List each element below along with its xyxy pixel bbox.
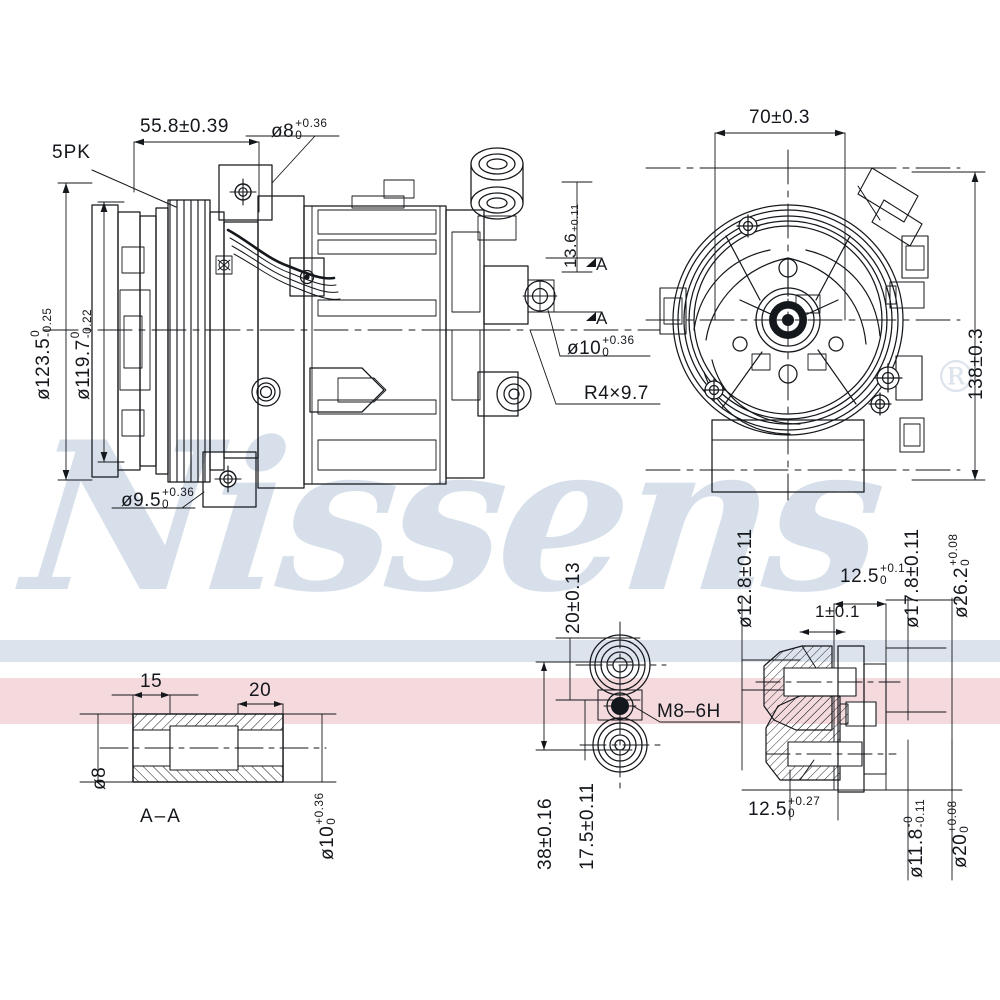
dim-pulley-outer-dia-tol-bot: -0.25 bbox=[41, 307, 55, 337]
dim-port-spacing-20: 20±0.13 bbox=[563, 561, 584, 634]
dim-seal-dia-17-8-prefix: ø bbox=[902, 615, 923, 628]
dim-seal-chamfer-1-suffix: ±0.1 bbox=[824, 602, 860, 621]
dim-mount-hole-lower-tol-bot: 0 bbox=[162, 498, 170, 512]
registered-trademark-icon: ® bbox=[934, 352, 978, 403]
dim-seal-dia-17-8-value: 17.8 bbox=[902, 576, 923, 616]
dim-port-offset-17-5-suffix: ±0.11 bbox=[577, 782, 598, 832]
section-a-a-view bbox=[79, 692, 337, 783]
dim-body-width: 70±0.3 bbox=[749, 108, 810, 127]
dim-seal-bore-12-8-prefix: ø bbox=[735, 615, 756, 628]
dim-sec-aa-bore-10-value: 10 bbox=[316, 825, 338, 848]
section-aa-label: A–A bbox=[140, 806, 182, 827]
dim-seal-dia-17-8-suffix: ±0.11 bbox=[902, 528, 923, 577]
dim-port-thread: M8–6H bbox=[657, 701, 721, 722]
dim-rear-mount-hole-prefix: ø bbox=[567, 337, 580, 359]
dim-pulley-belt-dia-value: 119.7 bbox=[72, 339, 94, 388]
dim-port-offset-17-5-value: 17.5 bbox=[577, 831, 598, 870]
dim-mount-hole-upper-tol-top: +0.36 bbox=[295, 117, 328, 130]
dim-sec-aa-bore-8-value: 8 bbox=[89, 766, 110, 778]
shaft-seal-section-detail bbox=[741, 597, 963, 881]
dim-body-height-value: 138 bbox=[966, 366, 987, 400]
dim-shaft-length-12-5-value: 12.5 bbox=[748, 798, 787, 820]
dim-seal-bore-12-8-value: 12.8 bbox=[735, 576, 756, 616]
dim-seal-chamfer-1-value: 1 bbox=[815, 602, 825, 621]
dim-shaft-dia-20-tol-bot: 0 bbox=[958, 825, 972, 833]
dim-slot-radius: R4×9.7 bbox=[584, 383, 649, 404]
dim-rear-mount-hole-value: 10 bbox=[579, 337, 602, 359]
dim-mount-hole-lower-value: 9.5 bbox=[133, 489, 162, 511]
dim-rear-mount-hole-tol-bot: 0 bbox=[602, 346, 610, 360]
dim-shaft-dia-11-8-prefix: ø bbox=[905, 865, 927, 878]
dim-port-spacing-20-value: 20 bbox=[563, 611, 584, 634]
dim-clutch-width-value: 55.8 bbox=[140, 116, 179, 137]
dim-pulley-outer-dia-value: 123.5 bbox=[32, 337, 54, 388]
dim-body-width-suffix: ±0.3 bbox=[771, 107, 810, 128]
dim-sec-aa-step-15: 15 bbox=[140, 671, 163, 692]
dim-seal-bore-12-8-suffix: ±0.11 bbox=[735, 528, 756, 577]
dim-seal-depth-12-5-tol-bot: 0 bbox=[879, 574, 888, 588]
dim-sec-aa-bore-10-tol-bot: 0 bbox=[325, 817, 339, 825]
dim-seal-dia-17-8: ø17.8±0.11 bbox=[902, 528, 923, 628]
dim-port-spacing-20-suffix: ±0.13 bbox=[563, 561, 584, 612]
dim-clutch-width-suffix: ±0.39 bbox=[178, 116, 229, 137]
dim-seal-depth-12-5-value: 12.5 bbox=[840, 565, 879, 587]
dim-body-height: 138±0.3 bbox=[966, 327, 987, 400]
dim-mount-hole-upper-tol-bot: 0 bbox=[295, 129, 303, 143]
dim-mount-hole-lower-prefix: ø bbox=[121, 489, 134, 511]
dim-boss-thickness-value: 13.6 bbox=[561, 232, 580, 268]
dim-seal-dia-26-2-value: 26.2 bbox=[950, 566, 972, 606]
dim-sec-aa-bore-8: ø8 bbox=[89, 766, 110, 790]
dim-shaft-dia-20-value: 20 bbox=[949, 833, 971, 856]
dim-port-span-38: 38±0.16 bbox=[535, 797, 556, 870]
dim-seal-chamfer-1: 1±0.1 bbox=[815, 603, 860, 620]
dim-sec-aa-bore-8-prefix: ø bbox=[89, 777, 110, 790]
dim-seal-dia-26-2-tol-bot: 0 bbox=[959, 558, 973, 566]
dim-body-width-value: 70 bbox=[749, 107, 772, 128]
section-mark-a-upper: A bbox=[596, 255, 609, 274]
dim-pulley-outer-dia-prefix: ø bbox=[32, 387, 54, 400]
background-band-blue-upper bbox=[0, 640, 1000, 662]
section-mark-a-lower: A bbox=[596, 309, 609, 328]
dim-pulley-belt-dia-tol-bot: -0.22 bbox=[81, 308, 95, 339]
dim-boss-thickness: 13.6+0.11 bbox=[561, 203, 581, 268]
dim-rear-mount-hole-tol-top: +0.36 bbox=[602, 334, 635, 347]
dim-shaft-dia-11-8: ø11.8-0-0.11 bbox=[902, 798, 928, 878]
dim-sec-aa-step-20: 20 bbox=[249, 680, 272, 701]
dim-seal-depth-12-5-tol-top: +0.1 bbox=[879, 562, 906, 575]
dim-shaft-dia-20-prefix: ø bbox=[949, 855, 971, 868]
dim-boss-thickness-tol-top: +0.11 bbox=[568, 203, 581, 232]
dim-port-span-38-suffix: ±0.16 bbox=[535, 797, 556, 848]
dim-mount-hole-lower-tol-top: +0.36 bbox=[162, 486, 195, 499]
dim-clutch-width: 55.8±0.39 bbox=[140, 117, 229, 136]
dim-mount-hole-upper-prefix: ø bbox=[271, 120, 284, 142]
dim-pulley-belt-dia-prefix: ø bbox=[72, 387, 94, 400]
dim-pulley-grooves: 5PK bbox=[52, 142, 91, 163]
dim-shaft-length-12-5-tol-top: +0.27 bbox=[787, 795, 821, 808]
dim-shaft-dia-11-8-value: 11.8 bbox=[905, 828, 927, 866]
dim-shaft-dia-11-8-tol-bot: -0.11 bbox=[914, 798, 928, 828]
front-end-view bbox=[645, 129, 986, 501]
dim-port-offset-17-5: 17.5±0.11 bbox=[577, 782, 598, 870]
dim-seal-dia-26-2-prefix: ø bbox=[950, 605, 972, 618]
dim-mount-hole-upper-value: 8 bbox=[283, 120, 295, 142]
port-face-detail-view bbox=[535, 621, 741, 789]
side-elevation-view bbox=[43, 135, 661, 509]
dim-sec-aa-bore-10-prefix: ø bbox=[316, 847, 338, 860]
dim-port-span-38-value: 38 bbox=[535, 847, 556, 870]
dim-seal-bore-12-8: ø12.8±0.11 bbox=[735, 528, 756, 628]
dim-body-height-suffix: ±0.3 bbox=[966, 327, 987, 367]
dim-shaft-length-12-5-tol-bot: 0 bbox=[787, 807, 796, 821]
